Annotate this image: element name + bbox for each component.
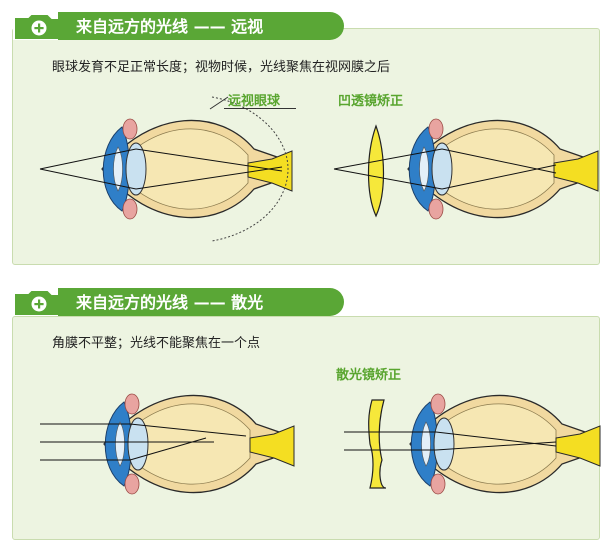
hyperopia-eye-label: 远视眼球: [228, 94, 281, 109]
concave-correction-diagram: [333, 118, 599, 220]
add-folder-icon: [13, 13, 64, 40]
concave-correction-label: 凹透镜矫正: [338, 94, 404, 109]
add-folder-icon: [13, 289, 64, 316]
astigmatism-eye-diagram: [40, 393, 295, 495]
section-title: 来自远方的光线 —— 散光: [76, 293, 264, 312]
hyperopia-eye-diagram: [39, 96, 293, 242]
label-underline: [224, 108, 296, 109]
section-title: 来自远方的光线 —— 远视: [76, 17, 264, 36]
section-title-bar: [58, 12, 344, 40]
hyperopia-section-header: 来自远方的光线 —— 远视: [12, 12, 352, 40]
astigmatism-section-header: 来自远方的光线 —— 散光: [12, 288, 352, 316]
astigmatism-description: 角膜不平整；光线不能聚焦在一个点: [52, 336, 261, 351]
hyperopia-description: 眼球发育不足正常长度；视物时候，光线聚焦在视网膜之后: [52, 60, 391, 75]
astigmatism-correction-diagram: [344, 393, 601, 495]
astigmatism-correction-label: 散光镜矫正: [336, 368, 402, 383]
section-title-bar: [58, 288, 344, 316]
